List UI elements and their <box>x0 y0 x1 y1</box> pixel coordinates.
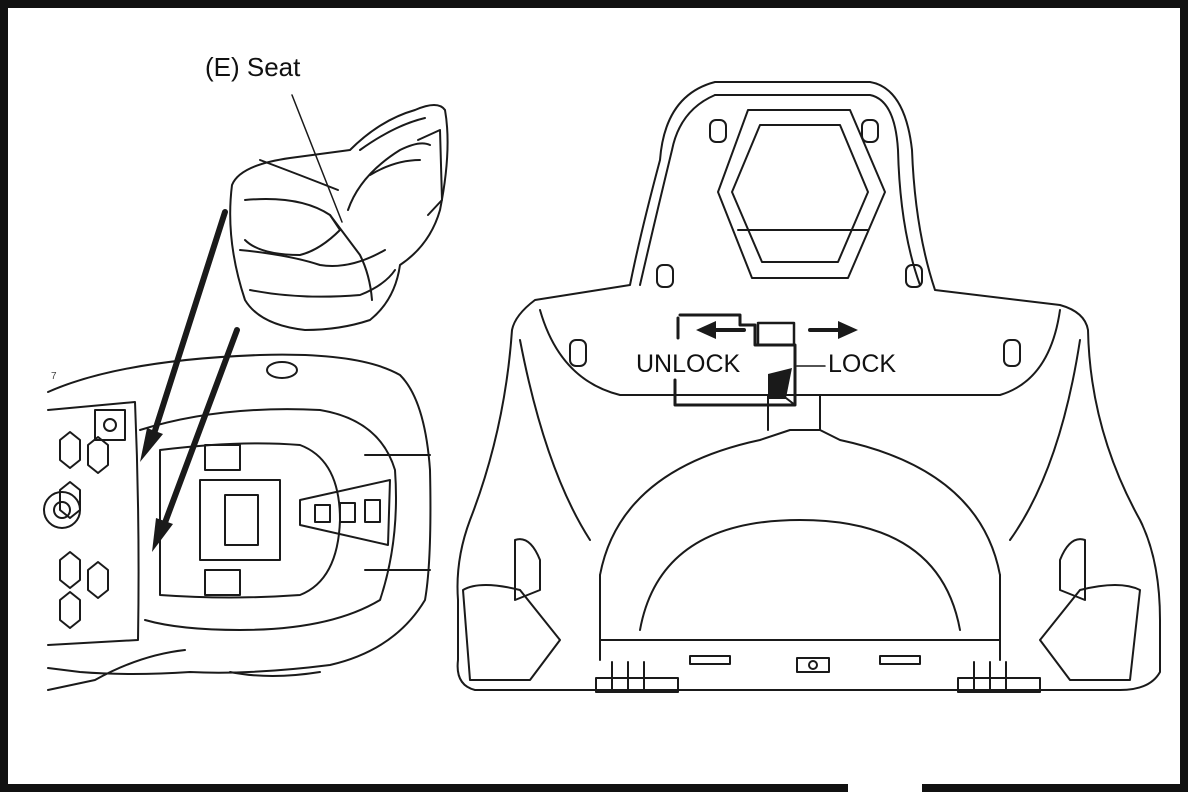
lock-mechanism <box>673 313 826 407</box>
frame-bottom-edge-right <box>922 784 1188 792</box>
slide-direction-arrows <box>696 321 858 339</box>
seat-back-drawing <box>456 81 1161 693</box>
page-number: 7 <box>51 371 57 382</box>
car-top-view-drawing <box>43 353 432 691</box>
seat-callout-label: (E) Seat <box>205 52 301 82</box>
seat-leader-line <box>291 94 343 223</box>
insertion-arrows <box>140 209 240 552</box>
frame-bottom-edge-left <box>0 784 848 792</box>
lock-label: LOCK <box>828 350 897 378</box>
seat-drawing <box>229 104 449 331</box>
unlock-label: UNLOCK <box>636 350 741 378</box>
